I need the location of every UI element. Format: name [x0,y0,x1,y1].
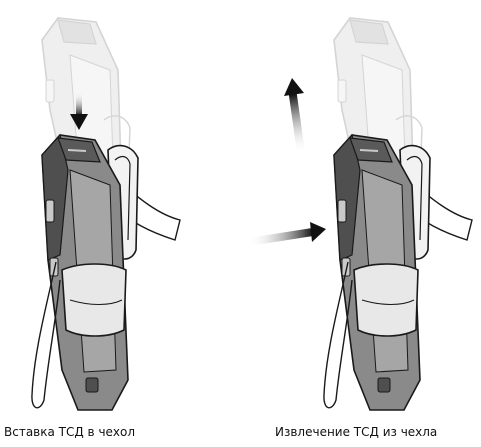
device-in-holster-left [30,134,182,411]
device-in-holster-right [322,134,473,411]
down-arrow-icon [70,92,88,130]
up-arrow-icon [284,78,306,155]
caption-remove: Извлечение ТСД из чехла [275,425,438,439]
remove-panel [322,17,473,411]
insert-panel [30,17,182,411]
right-arrow-icon [248,222,326,246]
caption-insert: Вставка ТСД в чехол [4,425,136,439]
